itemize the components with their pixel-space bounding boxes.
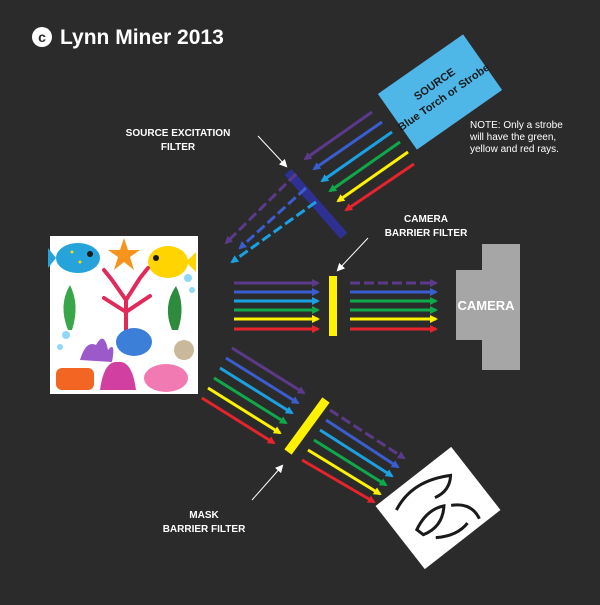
pointer-arrow-icon xyxy=(251,464,284,501)
copyright-title: Lynn Miner 2013 xyxy=(60,26,224,49)
camera-barrier-filter xyxy=(329,276,337,336)
ray-red-past-mask-filter xyxy=(301,458,376,504)
source-filter-label-1: SOURCE EXCITATION xyxy=(126,128,231,139)
ray-red-to-mask-filter xyxy=(201,396,276,445)
mask-face-icon xyxy=(375,446,501,570)
pointer-arrow-icon xyxy=(257,135,288,168)
note-line-3: yellow and red rays. xyxy=(470,144,559,155)
note-line-1: NOTE: Only a strobe xyxy=(470,120,563,131)
ray-purple-to-mask-filter xyxy=(231,346,306,395)
mask-filter-label-2: BARRIER FILTER xyxy=(163,524,246,535)
ray-purple-filtered xyxy=(224,172,298,245)
ray-yellow-past-mask-filter xyxy=(307,448,382,496)
ray-green-past-mask-filter xyxy=(313,438,388,487)
ray-red-source xyxy=(344,162,415,212)
camera-icon: CAMERA xyxy=(456,244,520,370)
ray-cyan-to-mask-filter xyxy=(219,366,294,415)
note-line-2: will have the green, xyxy=(469,132,556,143)
ray-yellow-source xyxy=(336,150,409,203)
camera-incoming-rays xyxy=(234,279,320,333)
ray-yellow-to-mask-filter xyxy=(207,386,282,435)
ray-purple-past-mask-filter xyxy=(329,408,406,460)
ray-blue-filtered xyxy=(238,186,308,250)
ray-green-source xyxy=(328,140,401,193)
source-rays xyxy=(303,110,415,212)
pointer-arrow-icon xyxy=(336,237,369,272)
camera-filter-label-2: BARRIER FILTER xyxy=(385,228,468,239)
copyright-icon: c xyxy=(32,27,52,47)
ray-cyan-filtered xyxy=(230,200,317,264)
copyright-symbol: c xyxy=(38,29,46,45)
reef-scene-icon xyxy=(48,236,198,394)
source-filter-label-2: FILTER xyxy=(161,142,196,153)
mask-outgoing-rays xyxy=(301,408,406,504)
mask-incoming-rays xyxy=(201,346,306,445)
ray-blue-past-mask-filter xyxy=(325,418,400,469)
source-excitation-filter xyxy=(284,169,348,239)
camera-filter-label-1: CAMERA xyxy=(404,214,448,225)
mask-barrier-filter xyxy=(284,397,330,455)
note: NOTE: Only a strobe will have the green,… xyxy=(469,120,563,155)
camera-label: CAMERA xyxy=(457,298,515,313)
ray-blue-source xyxy=(312,120,383,171)
filtered-rays xyxy=(224,172,317,264)
ray-cyan-past-mask-filter xyxy=(319,428,394,478)
ray-cyan-source xyxy=(320,130,393,183)
camera-outgoing-rays xyxy=(350,279,438,333)
ray-purple-source xyxy=(303,110,373,161)
ray-green-to-mask-filter xyxy=(213,376,288,425)
mask-filter-label-1: MASK xyxy=(189,510,219,521)
ray-blue-to-mask-filter xyxy=(225,356,300,405)
